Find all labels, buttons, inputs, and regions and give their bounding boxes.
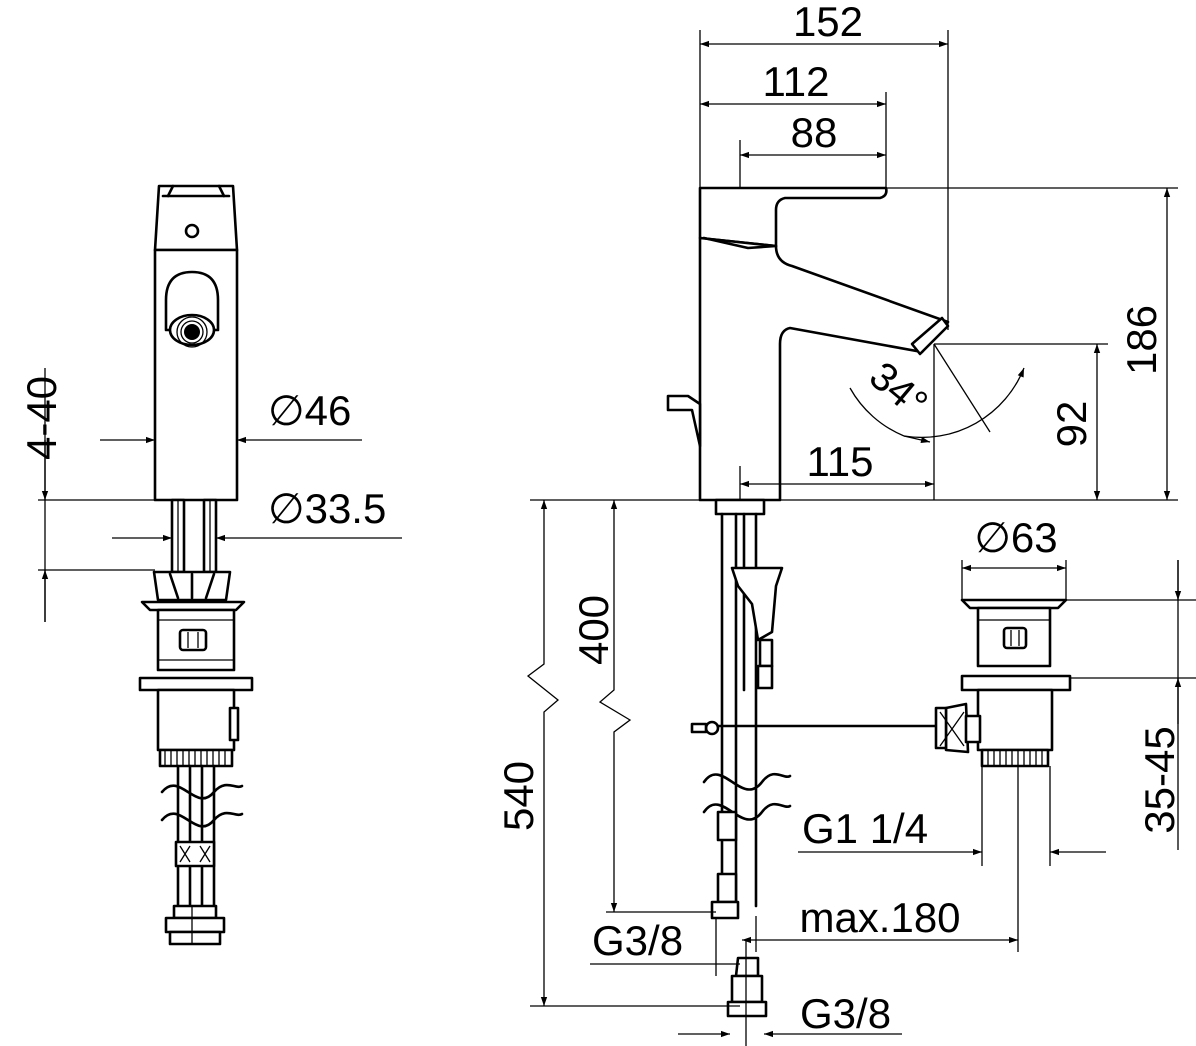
pop-up-rod-knob: [666, 394, 702, 448]
spout: [698, 236, 950, 502]
dim-92: 92: [1048, 401, 1095, 448]
side-view: 4-40 ∅46 ∅33.5: [18, 184, 402, 946]
dim-35-45: 35-45: [1136, 726, 1183, 833]
lever-handle-front: [698, 186, 888, 248]
dim-152: 152: [793, 0, 863, 45]
handle-screw: [184, 223, 200, 239]
dim-115: 115: [807, 438, 874, 485]
mounting-nut-front: [730, 566, 784, 642]
dim-dia-63: ∅63: [974, 514, 1057, 561]
dim-dia-46: ∅46: [268, 387, 351, 434]
front-view: 152 112 88 186 92 34° 115 540: [495, 0, 1196, 1046]
dim-540: 540: [495, 761, 542, 831]
dim-g3-8-hose: G3/8: [592, 917, 683, 964]
dim-88: 88: [791, 109, 838, 156]
dim-g1-1-4: G1 1/4: [802, 805, 928, 852]
dim-400: 400: [570, 595, 617, 665]
dim-g3-8-valve: G3/8: [800, 990, 891, 1037]
waste-flange-front: [960, 598, 1068, 610]
pop-up-flange: [140, 600, 246, 612]
dim-max-180: max.180: [799, 894, 960, 941]
dim-186: 186: [1118, 305, 1165, 375]
aerator: [164, 270, 220, 332]
dim-112: 112: [763, 58, 830, 105]
dim-dia-33-5: ∅33.5: [268, 485, 386, 532]
dim-4-40: 4-40: [18, 376, 65, 460]
